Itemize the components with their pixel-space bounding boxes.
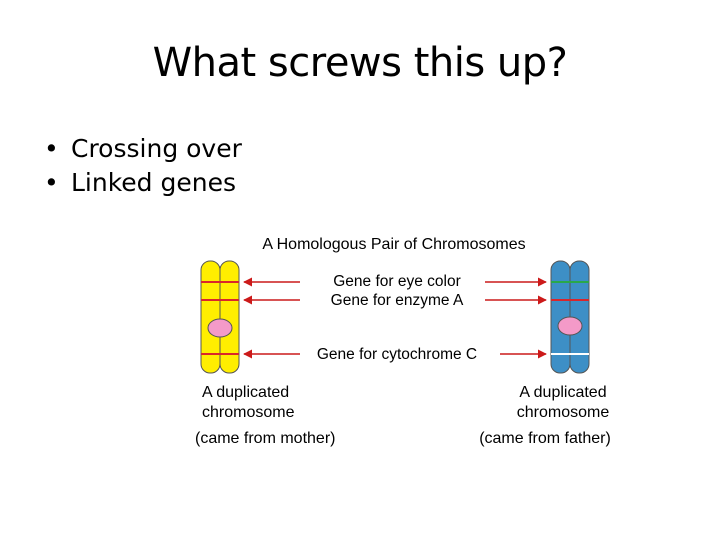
maternal-chromatid-left xyxy=(200,260,221,374)
bullet-text: Crossing over xyxy=(71,134,242,163)
diagram-heading: A Homologous Pair of Chromosomes xyxy=(262,236,525,253)
bullet-text: Linked genes xyxy=(71,168,237,197)
bullet-item: • Linked genes xyxy=(44,166,242,200)
maternal-caption-origin: (came from mother) xyxy=(195,430,335,447)
bullet-dot: • xyxy=(44,134,59,163)
bullet-item: • Crossing over xyxy=(44,132,242,166)
maternal-chromosome xyxy=(200,260,240,374)
paternal-caption-origin: (came from father) xyxy=(479,430,611,447)
gene-label-enzyme-a: Gene for enzyme A xyxy=(331,292,464,309)
paternal-centromere xyxy=(557,316,583,336)
gene-label-cytochrome-c: Gene for cytochrome C xyxy=(317,346,477,363)
maternal-caption-line1: A duplicated xyxy=(202,384,289,401)
bullet-list: • Crossing over • Linked genes xyxy=(44,132,242,200)
maternal-caption-line2: chromosome xyxy=(202,404,295,421)
maternal-centromere xyxy=(207,318,233,338)
maternal-chromatid-right xyxy=(219,260,240,374)
paternal-chromosome xyxy=(550,260,590,374)
gene-label-eye-color: Gene for eye color xyxy=(333,273,461,290)
paternal-caption-line2: chromosome xyxy=(517,404,610,421)
paternal-caption-line1: A duplicated xyxy=(519,384,606,401)
slide-title: What screws this up? xyxy=(152,40,568,86)
bullet-dot: • xyxy=(44,168,59,197)
